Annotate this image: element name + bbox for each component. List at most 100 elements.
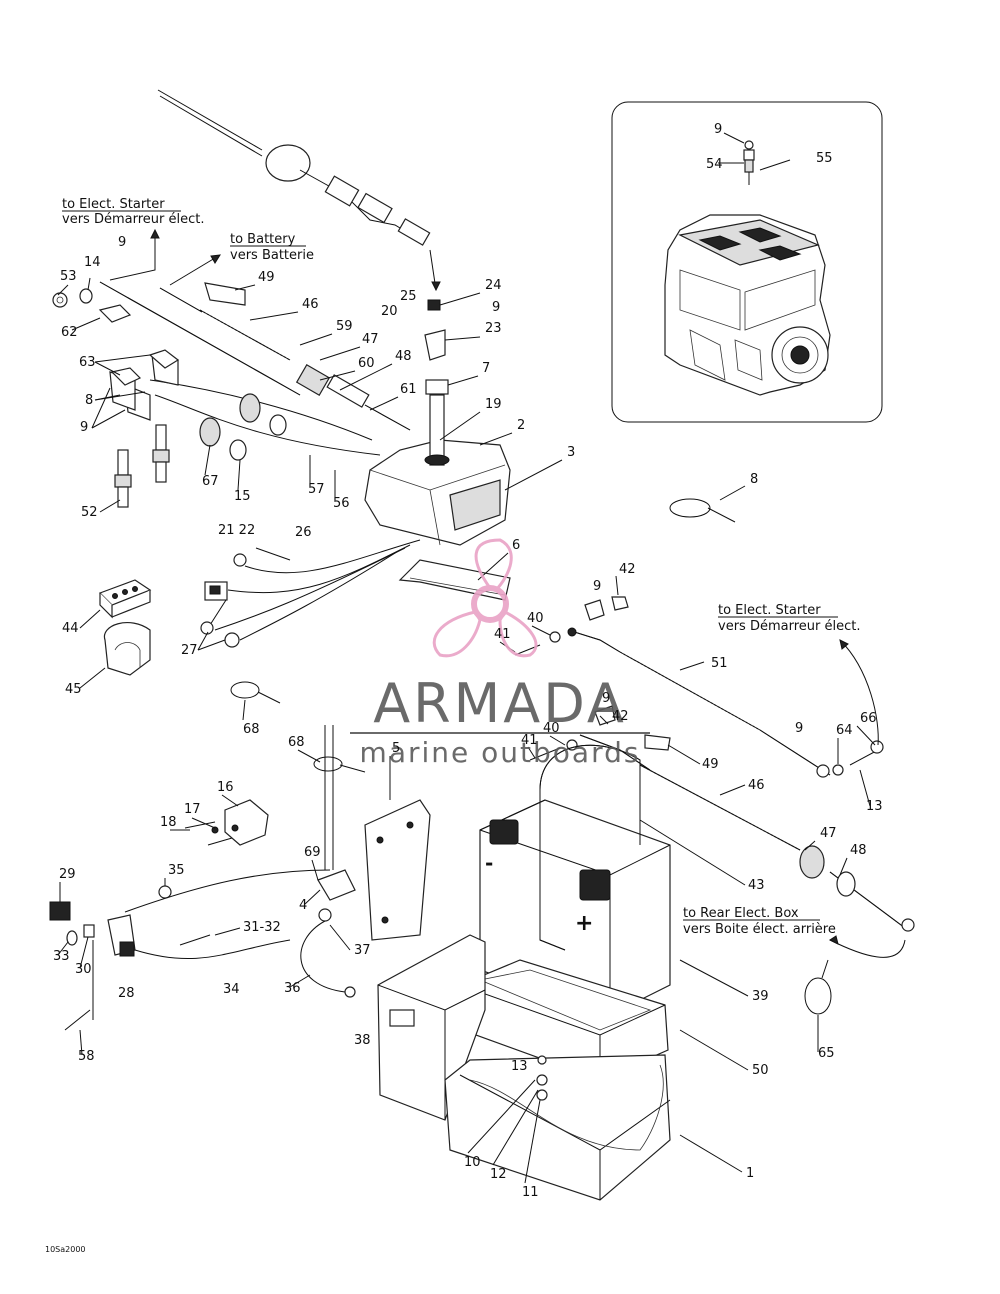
callout-16: 16 bbox=[217, 780, 234, 795]
callout-17: 17 bbox=[184, 802, 201, 817]
callout-31-32: 31-32 bbox=[243, 920, 281, 935]
callout-4: 4 bbox=[299, 898, 307, 913]
tie-wrap-65 bbox=[804, 959, 832, 1015]
spark-plug bbox=[152, 424, 170, 483]
callout-19: 19 bbox=[485, 397, 502, 412]
callout-6: 6 bbox=[512, 538, 520, 553]
callout-34: 34 bbox=[223, 982, 240, 997]
callout-9: 9 bbox=[492, 300, 500, 315]
callout-41: 41 bbox=[521, 733, 538, 748]
engine-inset bbox=[611, 101, 883, 423]
callout-36: 36 bbox=[284, 981, 301, 996]
callout-61: 61 bbox=[400, 382, 417, 397]
callout-68: 68 bbox=[243, 722, 260, 737]
callout-1: 1 bbox=[746, 1166, 754, 1181]
note-starter-right-fr: vers Démarreur élect. bbox=[718, 619, 860, 634]
callout-9: 9 bbox=[795, 721, 803, 736]
cable-51 bbox=[567, 627, 831, 778]
harness-cable-top bbox=[157, 89, 441, 292]
callout-50: 50 bbox=[752, 1063, 769, 1078]
callout-2: 2 bbox=[517, 418, 525, 433]
callout-24: 24 bbox=[485, 278, 502, 293]
cable-46-upper bbox=[99, 281, 411, 431]
callout-37: 37 bbox=[354, 943, 371, 958]
callout-58: 58 bbox=[78, 1049, 95, 1064]
note-battery-en: to Battery bbox=[230, 232, 296, 247]
callout-42: 42 bbox=[619, 562, 636, 577]
callout-54: 54 bbox=[706, 157, 723, 172]
callout-56: 56 bbox=[333, 496, 350, 511]
callout-23: 23 bbox=[485, 321, 502, 336]
note-arrows bbox=[109, 228, 906, 958]
callout-59: 59 bbox=[336, 319, 353, 334]
callout-52: 52 bbox=[81, 505, 98, 520]
callout-46: 46 bbox=[302, 297, 319, 312]
callout-47: 47 bbox=[820, 826, 837, 841]
callout-68: 68 bbox=[288, 735, 305, 750]
note-rear-box-en: to Rear Elect. Box bbox=[683, 906, 799, 921]
spark-plug bbox=[114, 449, 132, 508]
callout-8: 8 bbox=[85, 393, 93, 408]
leader-lines bbox=[57, 277, 876, 1184]
note-starter-top: to Elect. Starter vers Démarreur élect. bbox=[62, 197, 204, 227]
callout-7: 7 bbox=[482, 361, 490, 376]
watermark-brand: ARMADA bbox=[373, 672, 627, 735]
callout-42: 42 bbox=[612, 709, 629, 724]
note-starter-right: to Elect. Starter vers Démarreur élect. bbox=[718, 603, 860, 634]
callout-28: 28 bbox=[118, 986, 135, 1001]
callout-46: 46 bbox=[748, 778, 765, 793]
callout-48: 48 bbox=[395, 349, 412, 364]
callout-labels: 9 54 55 9 14 53 6 24 9 46 2 52 4 20 9 23 59 47 60 48 63 7 61 8 1… bbox=[53, 122, 883, 1200]
clamp-44 bbox=[98, 579, 152, 619]
callout-26: 26 bbox=[295, 525, 312, 540]
battery: - + bbox=[479, 744, 671, 1016]
note-starter-top-en: to Elect. Starter bbox=[62, 197, 165, 212]
callout-11: 11 bbox=[522, 1185, 539, 1200]
sensor-54 bbox=[718, 132, 791, 185]
callout-44: 44 bbox=[62, 621, 79, 636]
plate-5 bbox=[364, 799, 431, 941]
callout-53: 53 bbox=[60, 269, 77, 284]
callout-49: 49 bbox=[258, 270, 275, 285]
callout-20: 20 bbox=[381, 304, 398, 319]
hardware-upper bbox=[514, 596, 629, 656]
terminal-parts-upper-left bbox=[52, 282, 246, 386]
callout-8: 8 bbox=[750, 472, 758, 487]
callout-9: 9 bbox=[80, 420, 88, 435]
callout-48: 48 bbox=[850, 843, 867, 858]
clamp-45 bbox=[103, 621, 151, 676]
callout-13: 13 bbox=[866, 799, 883, 814]
callout-35: 35 bbox=[168, 863, 185, 878]
note-rear-box-fr: vers Boite élect. arrière bbox=[683, 922, 836, 937]
callout-64: 64 bbox=[836, 723, 853, 738]
callout-30: 30 bbox=[75, 962, 92, 977]
callout-67: 67 bbox=[202, 474, 219, 489]
callout-51: 51 bbox=[711, 656, 728, 671]
note-starter-right-en: to Elect. Starter bbox=[718, 603, 821, 618]
engine-block bbox=[664, 214, 831, 396]
diagram-code: 10Sa2000 bbox=[45, 1245, 86, 1254]
callout-60: 60 bbox=[358, 356, 375, 371]
callout-9: 9 bbox=[714, 122, 722, 137]
tie-wrap-8 bbox=[669, 498, 736, 523]
callout-43: 43 bbox=[748, 878, 765, 893]
callout-47: 47 bbox=[362, 332, 379, 347]
callout-27: 27 bbox=[181, 643, 198, 658]
callout-29: 29 bbox=[59, 867, 76, 882]
note-rear-box: to Rear Elect. Box vers Boite élect. arr… bbox=[683, 906, 836, 937]
callout-38: 38 bbox=[354, 1033, 371, 1048]
callout-63: 63 bbox=[79, 355, 96, 370]
note-starter-top-fr: vers Démarreur élect. bbox=[62, 212, 204, 227]
callout-10: 10 bbox=[464, 1155, 481, 1170]
battery-box-1 bbox=[444, 1054, 671, 1201]
callout-14: 14 bbox=[84, 255, 101, 270]
svg-text:-: - bbox=[485, 851, 493, 875]
callout-55: 55 bbox=[816, 151, 833, 166]
mid-left-wiring bbox=[200, 539, 421, 648]
relay-16 bbox=[184, 799, 269, 846]
callout-40: 40 bbox=[527, 611, 544, 626]
callout-3: 3 bbox=[567, 445, 575, 460]
connector-29 bbox=[49, 869, 331, 1031]
callout-39: 39 bbox=[752, 989, 769, 1004]
callout-49: 49 bbox=[702, 757, 719, 772]
